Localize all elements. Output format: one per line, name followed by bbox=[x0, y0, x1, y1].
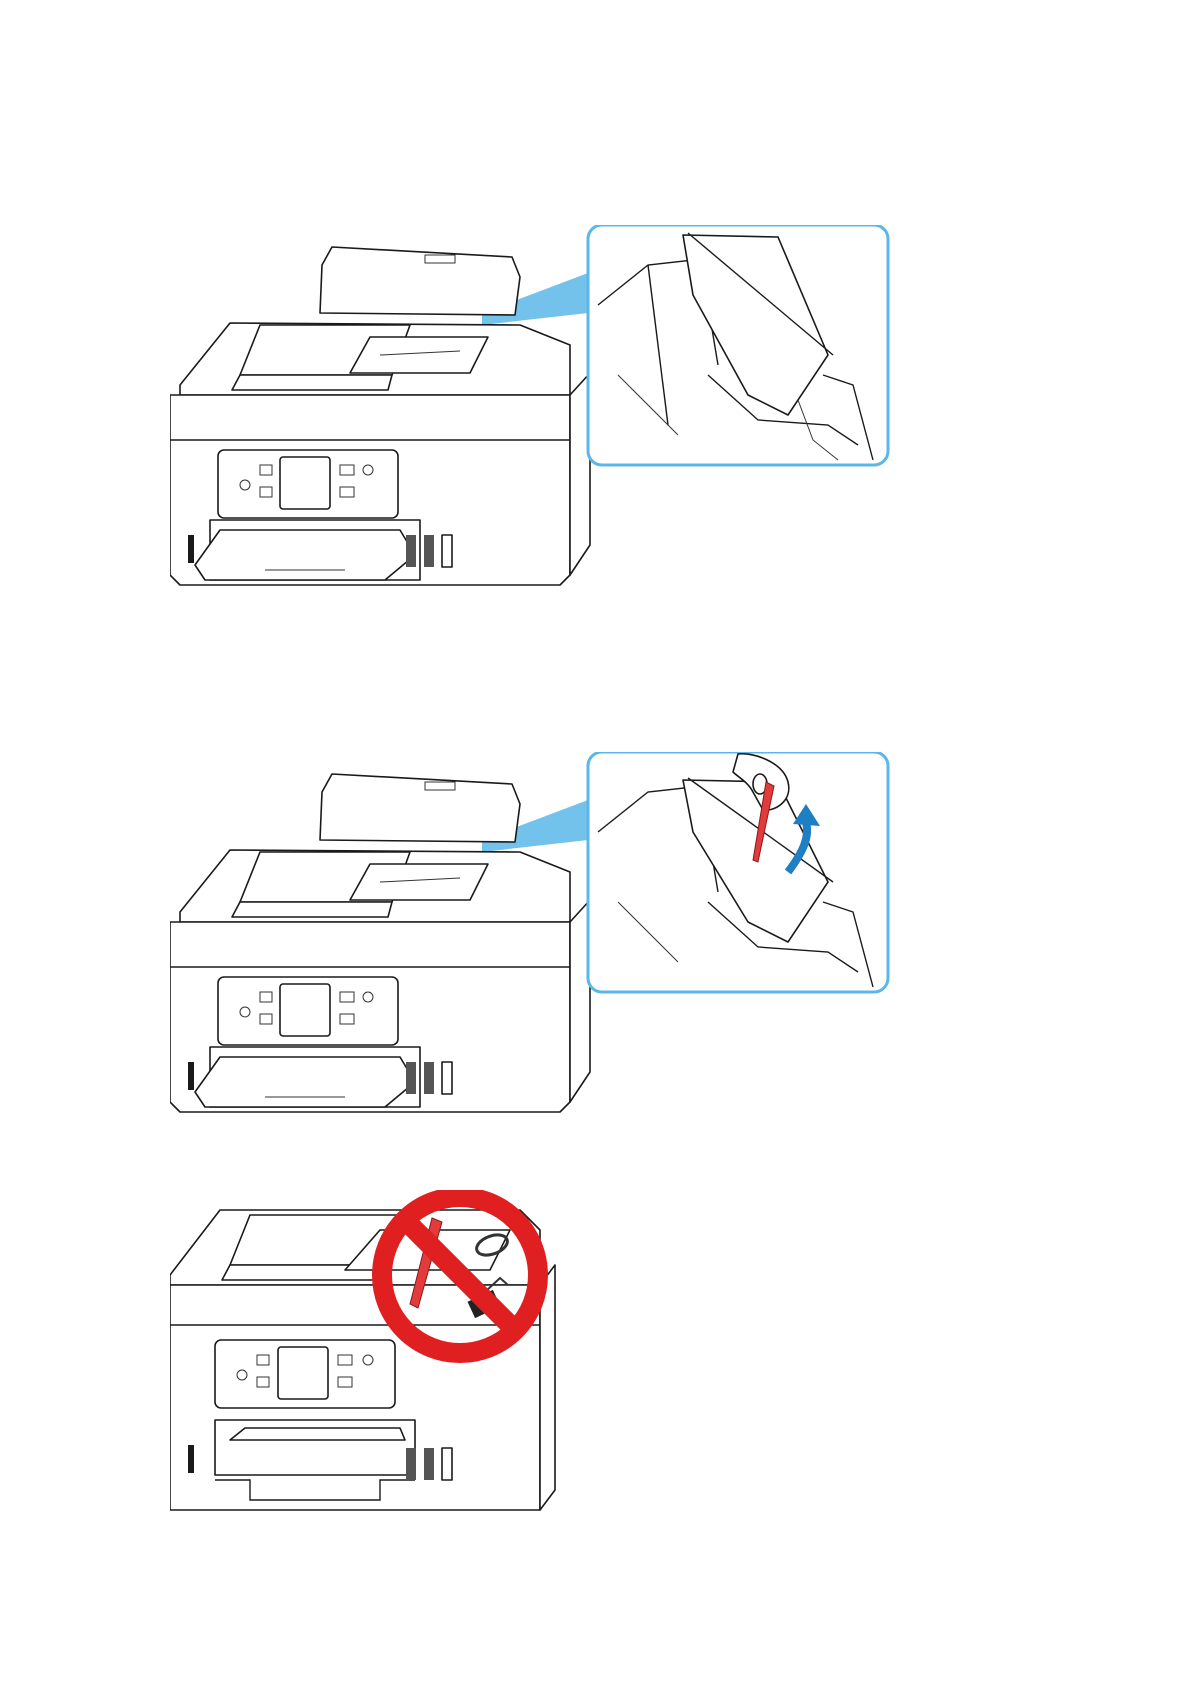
printer-illustration bbox=[170, 1190, 590, 1520]
printer-illustration bbox=[170, 225, 930, 625]
printer-illustration bbox=[170, 752, 930, 1162]
figure-3-no-objects-warning bbox=[170, 1190, 590, 1520]
figure-2-remove-object bbox=[170, 752, 930, 1162]
figure-1-rear-tray-check bbox=[170, 225, 930, 625]
